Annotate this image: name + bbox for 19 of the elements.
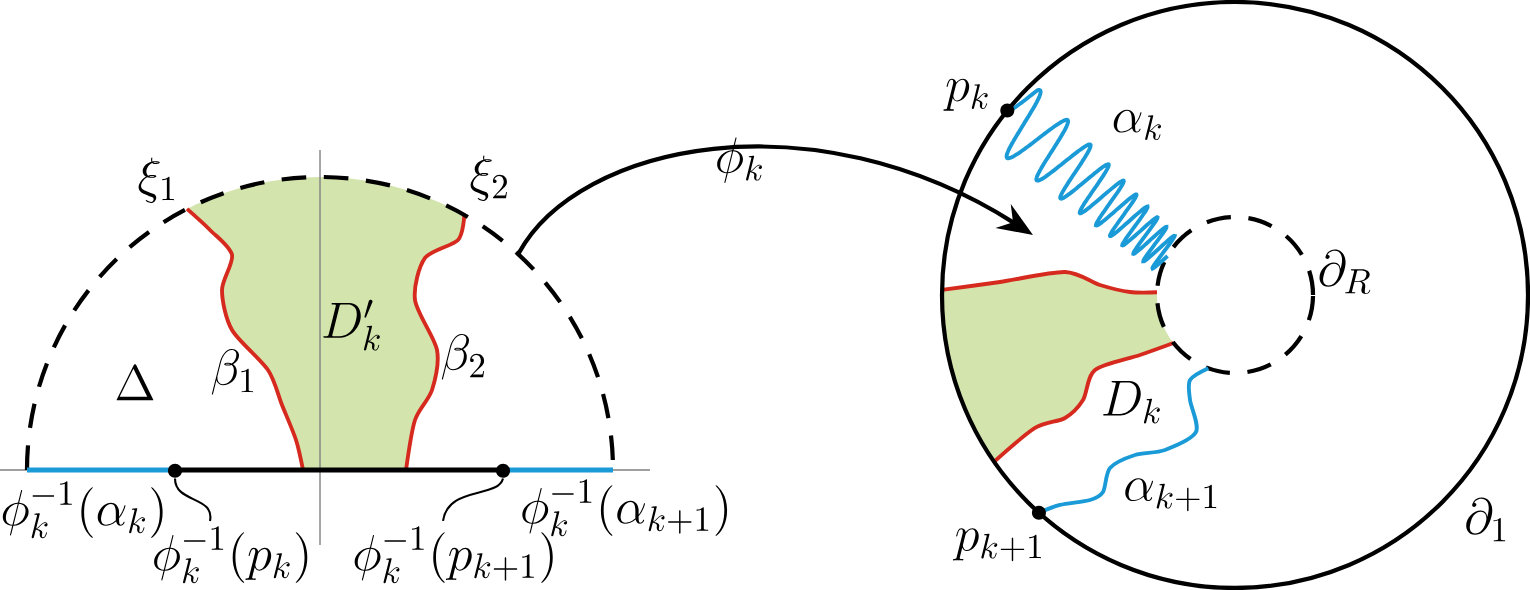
math-label: $\alpha_{k+1}$ — [1125, 478, 1217, 512]
edge-label: $\phi_k$ — [717, 137, 762, 183]
point-dot — [496, 463, 510, 478]
math-label: $\xi_1$ — [138, 157, 174, 203]
math-label: $D'_k$ — [323, 299, 380, 351]
math-label: $\partial_R$ — [1319, 249, 1371, 295]
math-label: $p_k$ — [943, 78, 988, 111]
math-label: $\Delta$ — [116, 364, 154, 401]
math-label: $D_k$ — [1103, 380, 1160, 424]
math-label: $\alpha_k$ — [1113, 109, 1162, 141]
math-label: $\xi_2$ — [470, 155, 507, 201]
math-label: $\beta_2$ — [441, 333, 485, 380]
leader-line — [442, 477, 504, 522]
math-label: $p_{k+1}$ — [953, 528, 1041, 562]
leader-line — [173, 478, 212, 521]
math-label: $\partial_1$ — [1466, 497, 1506, 542]
math-label: $\beta_1$ — [211, 348, 254, 395]
annulus-drawing — [939, 0, 1530, 590]
point-dot — [168, 463, 182, 478]
